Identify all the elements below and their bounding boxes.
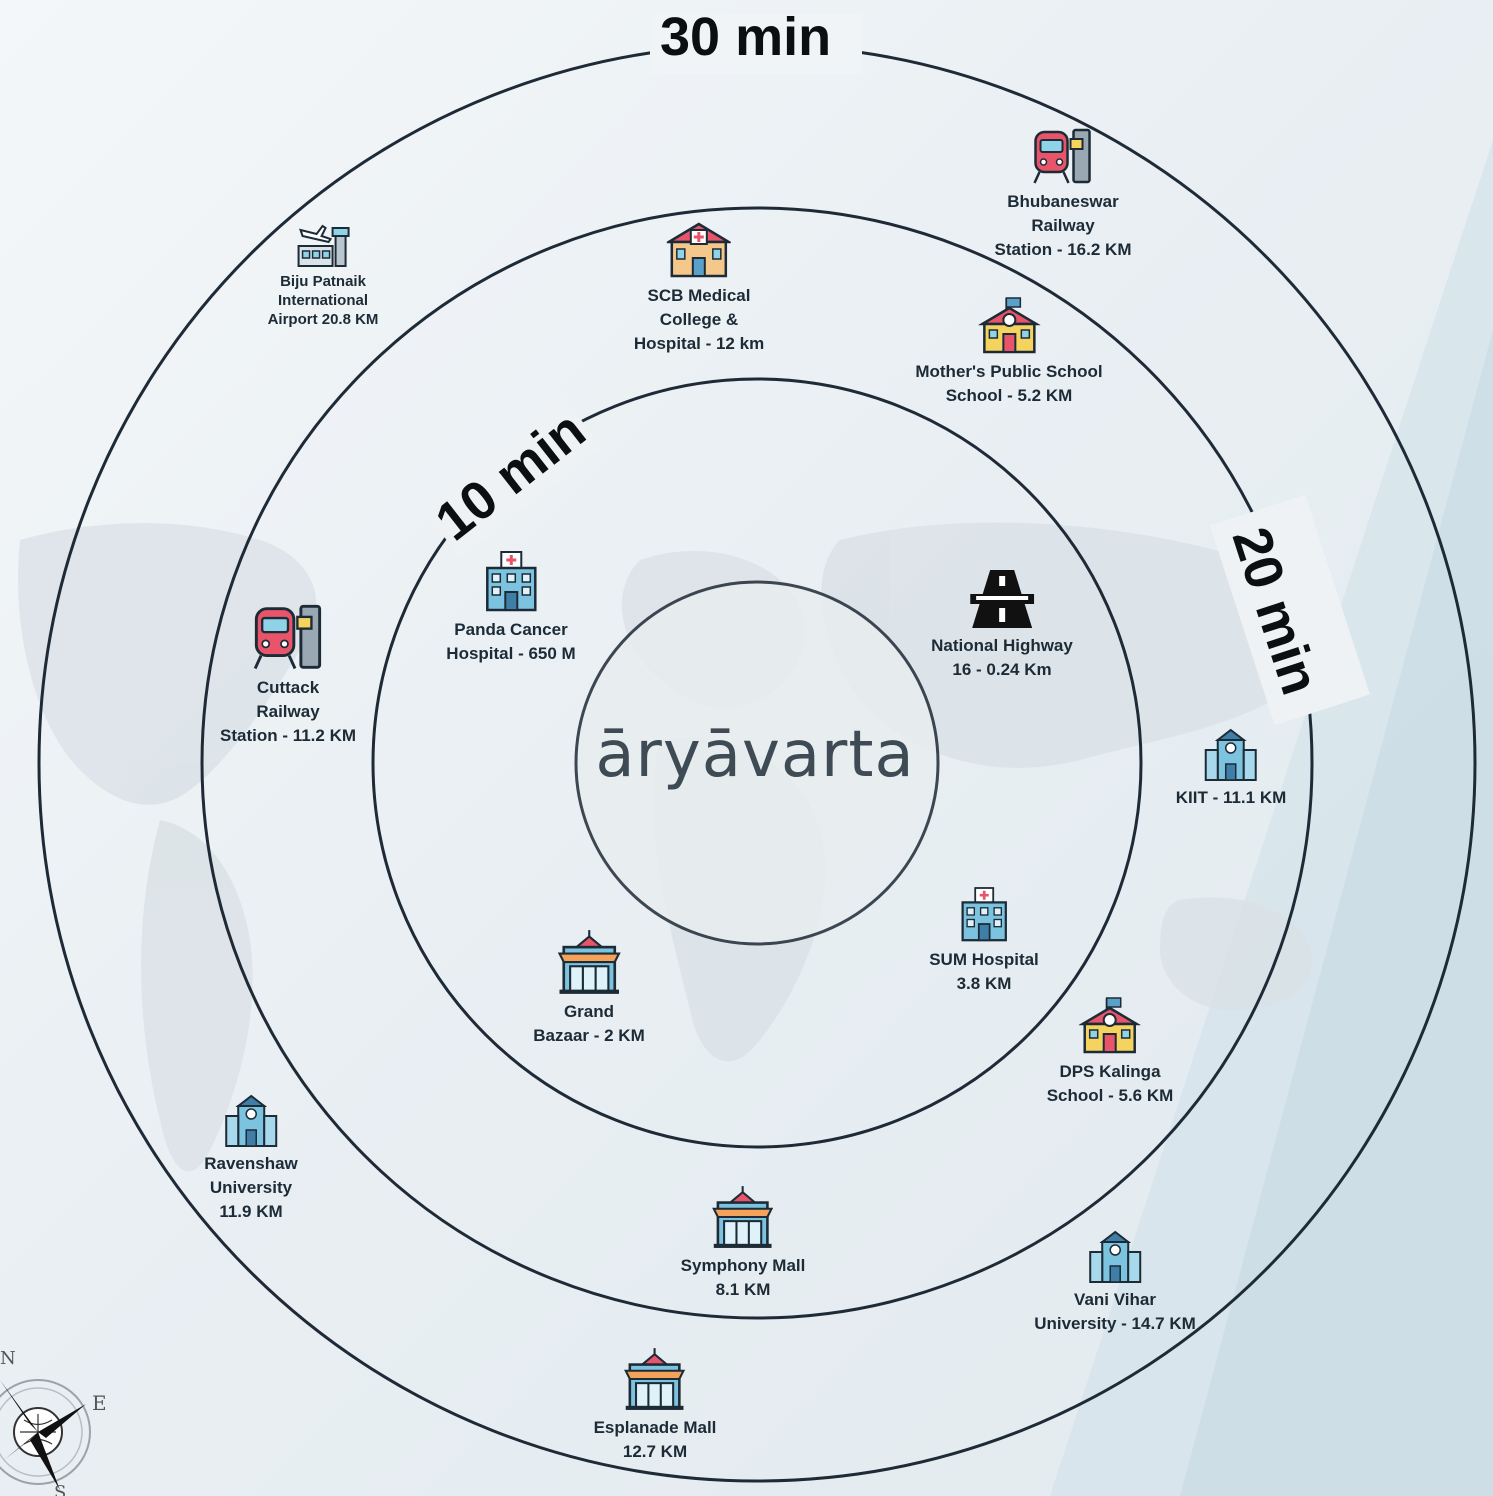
place-label: Esplanade Mall 12.7 KM xyxy=(593,1418,717,1461)
school-icon xyxy=(1078,997,1141,1054)
compass-south: S xyxy=(54,1482,66,1496)
mall-icon xyxy=(557,930,621,994)
place-label: Vani Vihar University - 14.7 KM xyxy=(1034,1290,1196,1333)
place-national-highway: National Highway 16 - 0.24 Km xyxy=(931,568,1073,682)
place-scb-medical: SCB Medical College & Hospital - 12 km xyxy=(634,222,764,356)
place-dps-kalinga: DPS Kalinga School - 5.6 KM xyxy=(1046,996,1174,1108)
place-panda-cancer-hospital: Panda Cancer Hospital - 650 M xyxy=(446,550,576,666)
place-ravenshaw-university: Ravenshaw University 11.9 KM xyxy=(204,1092,298,1224)
compass-rose-icon: N E S xyxy=(0,1348,107,1496)
compass-north: N xyxy=(0,1348,16,1369)
hospital-icon xyxy=(485,551,537,612)
ring-20-label-bg xyxy=(1210,494,1370,726)
place-sum-hospital: SUM Hospital 3.8 KM xyxy=(929,886,1039,996)
place-label: SUM Hospital 3.8 KM xyxy=(929,950,1039,993)
school-icon xyxy=(977,297,1040,354)
place-label: Panda Cancer Hospital - 650 M xyxy=(446,620,576,663)
ring-10-min xyxy=(371,377,1143,1149)
university-icon xyxy=(224,1094,277,1147)
place-esplanade-mall: Esplanade Mall 12.7 KM xyxy=(593,1346,717,1464)
place-label: Ravenshaw University 11.9 KM xyxy=(204,1154,298,1221)
highway-icon xyxy=(970,570,1034,628)
place-biju-patnaik-airport: Biju Patnaik International Airport 20.8 … xyxy=(267,220,379,329)
ring-label-30-min: 30 min xyxy=(660,7,832,67)
place-label: Symphony Mall 8.1 KM xyxy=(680,1256,806,1299)
train-station-icon xyxy=(1033,128,1092,184)
place-label: National Highway 16 - 0.24 Km xyxy=(931,636,1073,679)
mall-icon xyxy=(712,1186,774,1248)
place-grand-bazaar: Grand Bazaar - 2 KM xyxy=(533,928,645,1048)
place-vani-vihar-university: Vani Vihar University - 14.7 KM xyxy=(1034,1228,1196,1336)
place-label: DPS Kalinga School - 5.6 KM xyxy=(1046,1062,1174,1105)
university-icon xyxy=(1205,728,1257,781)
place-cuttack-railway: Cuttack Railway Station - 11.2 KM xyxy=(220,604,356,748)
airport-icon xyxy=(297,224,350,267)
medical-college-icon xyxy=(667,222,731,278)
place-symphony-mall: Symphony Mall 8.1 KM xyxy=(680,1184,806,1302)
place-label: Mother's Public School School - 5.2 KM xyxy=(915,362,1103,405)
mall-icon xyxy=(624,1348,686,1410)
place-bhubaneswar-railway: Bhubaneswar Railway Station - 16.2 KM xyxy=(994,128,1132,262)
ring-30-label-bg xyxy=(650,14,862,74)
center-ring xyxy=(574,580,940,946)
brand-logo-text: āryāvarta xyxy=(595,718,915,792)
ring-20-min xyxy=(200,206,1314,1320)
compass-east: E xyxy=(92,1391,107,1415)
place-label: Grand Bazaar - 2 KM xyxy=(533,1002,645,1045)
ring-10-label-bg xyxy=(417,392,603,558)
place-mothers-public-school: Mother's Public School School - 5.2 KM xyxy=(915,296,1103,408)
place-label: KIIT - 11.1 KM xyxy=(1175,788,1287,807)
hospital-icon xyxy=(961,887,1007,942)
train-station-icon xyxy=(253,604,322,670)
place-label: Bhubaneswar Railway Station - 16.2 KM xyxy=(994,192,1132,259)
background-wedge-inner xyxy=(1180,330,1493,1496)
place-label: SCB Medical College & Hospital - 12 km xyxy=(633,286,765,353)
place-kiit: KIIT - 11.1 KM xyxy=(1175,726,1287,810)
place-label: Biju Patnaik International Airport 20.8 … xyxy=(267,273,379,328)
place-label: Cuttack Railway Station - 11.2 KM xyxy=(219,678,357,745)
university-icon xyxy=(1089,1230,1141,1283)
